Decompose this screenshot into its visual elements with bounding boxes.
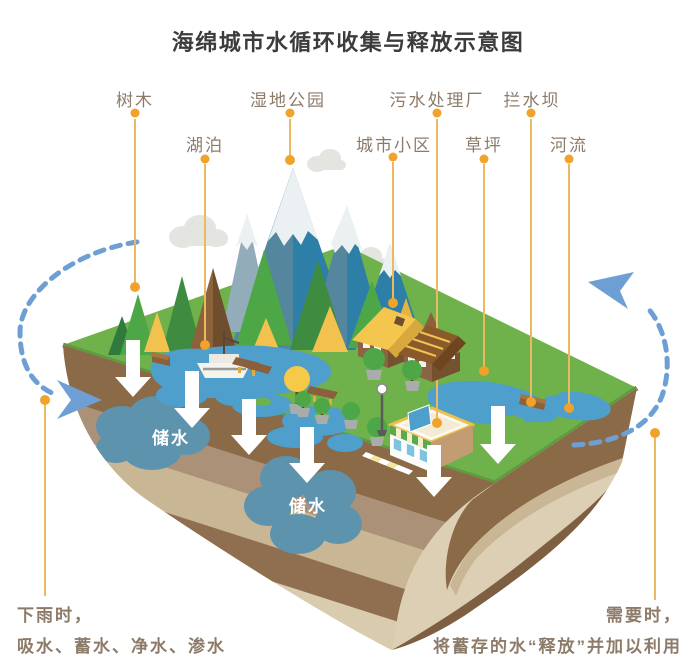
rain-infiltration-arc (17, 239, 140, 396)
street-lamp (376, 383, 388, 436)
leader-lines (40, 108, 660, 600)
rain-note: 下雨时， 吸水、蓄水、净水、渗水 (17, 600, 226, 662)
label-dam: 拦水坝 (503, 91, 561, 110)
down-arrow (289, 427, 325, 483)
label-river: 河流 (550, 136, 588, 155)
release-note-line1: 需要时， (606, 606, 682, 625)
release-arrowhead-icon (588, 272, 634, 309)
release-note: 需要时， 将蓄存的水“释放”并加以利用 (433, 600, 682, 662)
sewage-treatment-plant (388, 404, 475, 472)
residential-houses (352, 307, 466, 391)
rain-note-line2: 吸水、蓄水、净水、渗水 (17, 637, 226, 656)
label-trees: 树木 (116, 91, 154, 110)
crosswalk (362, 452, 413, 475)
infiltration-arrowhead-icon (57, 380, 102, 419)
page-title: 海绵城市水循环收集与释放示意图 (171, 30, 525, 55)
release-note-line2: 将蓄存的水“释放”并加以利用 (433, 637, 682, 656)
label-sewage-plant: 污水处理厂 (389, 91, 485, 110)
down-arrow (480, 406, 516, 464)
down-arrow (231, 399, 267, 455)
down-arrow (416, 445, 452, 497)
label-city-district: 城市小区 (356, 136, 432, 155)
solar-panel-icon (407, 404, 432, 433)
infiltration-arrows (115, 340, 516, 497)
soil-cross-section-right (392, 388, 637, 650)
park-benches (150, 352, 338, 405)
rain-note-line1: 下雨时， (17, 606, 93, 625)
label-lawn: 草坪 (465, 136, 503, 155)
label-lake: 湖泊 (186, 136, 224, 155)
groundwater-storage-blob-1 (96, 396, 210, 470)
down-arrow (174, 371, 210, 428)
label-wetland-park: 湿地公园 (250, 91, 326, 110)
wetland-trees (284, 366, 387, 446)
release-arc (571, 304, 670, 448)
water-cycle-arcs (17, 239, 670, 448)
down-arrow (115, 340, 151, 397)
storage-label-1: 储水 (152, 429, 190, 448)
storage-label-2: 储水 (289, 497, 327, 516)
